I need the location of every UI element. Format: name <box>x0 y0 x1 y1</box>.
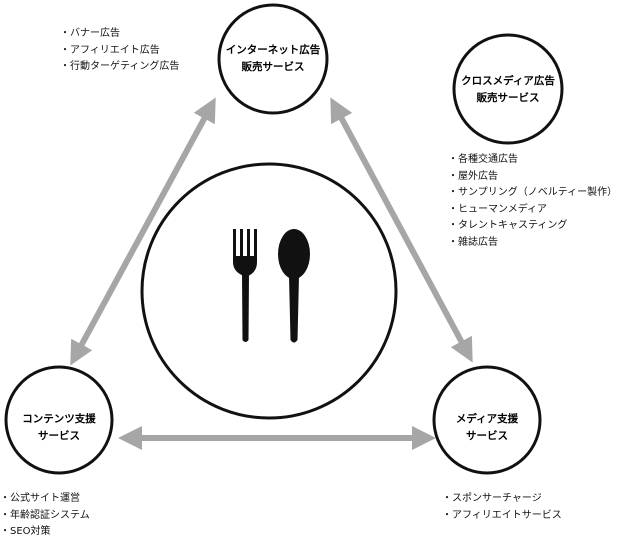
list-item: スポンサーチャージ <box>442 491 562 508</box>
node-cross-label-2: 販売サービス <box>477 91 540 104</box>
arrow-internet-media <box>330 97 473 363</box>
list-item: SEO対策 <box>0 524 90 541</box>
node-internet-label-2: 販売サービス <box>242 60 305 73</box>
center-plate <box>140 162 398 420</box>
list-item: バナー広告 <box>60 26 179 43</box>
list-item: 屋外広告 <box>448 169 617 186</box>
node-cross-circle <box>452 33 564 145</box>
node-content-circle <box>4 365 114 475</box>
list-item: 年齢認証システム <box>0 508 90 525</box>
arrow-internet-content <box>70 97 216 366</box>
node-cross-label-1: クロスメディア広告 <box>461 74 555 87</box>
node-content-label-1: コンテンツ支援 <box>22 412 96 425</box>
fork-icon <box>233 229 257 342</box>
content-services-list: 公式サイト運営 年齢認証システム SEO対策 <box>0 491 90 541</box>
cross-services-list: 各種交通広告 屋外広告 サンプリング（ノベルティー製作） ヒューマンメディア タ… <box>448 152 617 251</box>
list-item: タレントキャスティング <box>448 218 617 235</box>
list-item: サンプリング（ノベルティー製作） <box>448 185 617 202</box>
node-media-circle <box>432 365 542 475</box>
internet-services-list: バナー広告 アフィリエイト広告 行動ターゲティング広告 <box>60 26 179 76</box>
node-media-label-1: メディア支援 <box>456 412 519 425</box>
list-item: ヒューマンメディア <box>448 202 617 219</box>
node-media-label-2: サービス <box>466 429 508 442</box>
node-content-label-2: サービス <box>38 429 80 442</box>
list-item: 行動ターゲティング広告 <box>60 59 179 76</box>
node-internet-circle <box>217 3 329 115</box>
spoon-icon <box>278 229 310 343</box>
node-internet-label-1: インターネット広告 <box>226 43 321 56</box>
list-item: 雑誌広告 <box>448 235 617 252</box>
list-item: 各種交通広告 <box>448 152 617 169</box>
media-services-list: スポンサーチャージ アフィリエイトサービス <box>442 491 562 524</box>
list-item: 公式サイト運営 <box>0 491 90 508</box>
list-item: アフィリエイトサービス <box>442 508 562 525</box>
list-item: アフィリエイト広告 <box>60 43 179 60</box>
